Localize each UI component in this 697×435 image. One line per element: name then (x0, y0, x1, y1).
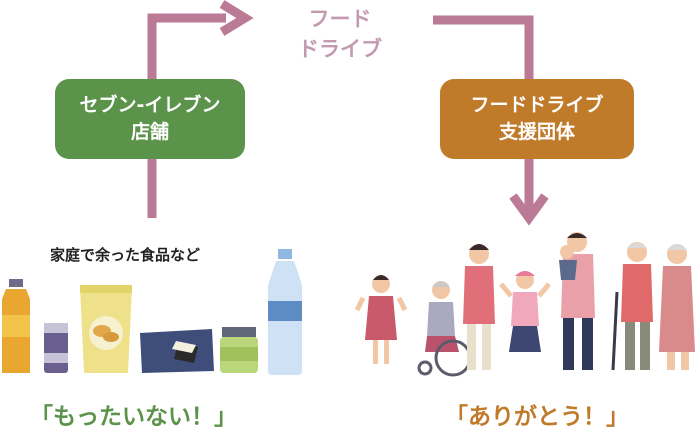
people-illustration (355, 232, 695, 377)
food-items-illustration (2, 249, 302, 375)
store-label-line1: セブン-イレブン (79, 94, 221, 116)
food-caption: 家庭で余った食品など (50, 246, 201, 264)
food-drive-flow-label: フード ドライブ (280, 4, 400, 64)
group-label-line2: 支援団体 (498, 121, 575, 143)
child-cap-figure (499, 271, 551, 352)
elderly-woman-figure (659, 244, 695, 370)
flow-label-line1: フード (308, 7, 372, 31)
seven-eleven-store-box: セブン-イレブン 店舗 (55, 79, 245, 159)
can-icon (44, 323, 68, 373)
father-child-figure (559, 232, 595, 370)
elderly-man-figure (611, 242, 653, 371)
oil-bottle-icon (2, 279, 30, 373)
group-label-line1: フードドライブ (470, 94, 604, 116)
snack-box-icon (140, 329, 214, 373)
water-bottle-icon (268, 249, 302, 375)
arrowhead-down-icon (509, 193, 549, 226)
support-group-box: フードドライブ 支援団体 (440, 79, 634, 159)
chips-bag-icon (80, 285, 132, 373)
wheelchair-person-figure (417, 281, 472, 377)
mottainai-slogan: 「もったいない！」 (30, 404, 237, 430)
caregiver-figure (463, 244, 495, 370)
jar-icon (220, 327, 258, 373)
arrowhead-right-icon (219, 0, 254, 36)
store-label-line2: 店舗 (130, 121, 169, 143)
arigatou-slogan: 「ありがとう！」 (445, 404, 629, 430)
girl-figure (355, 275, 408, 364)
flow-label-line2: ドライブ (298, 37, 382, 61)
